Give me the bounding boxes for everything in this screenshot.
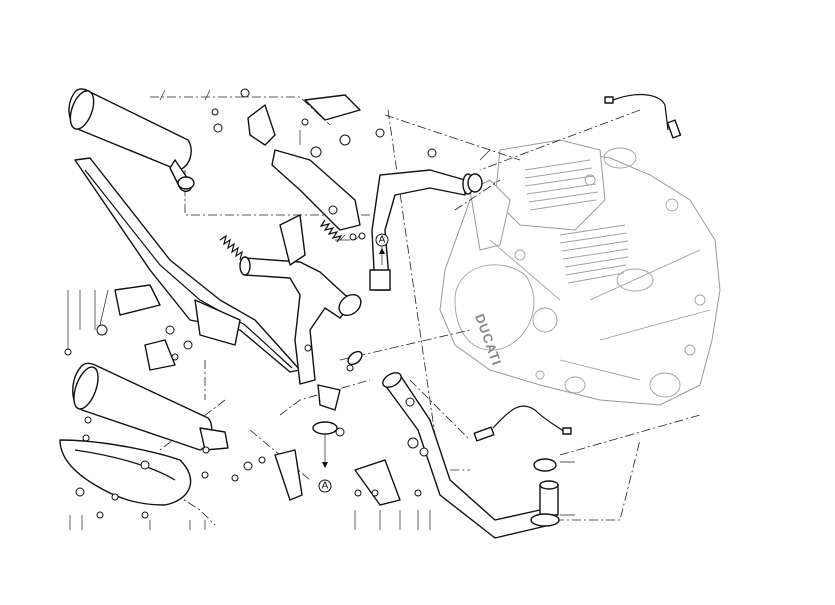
fasteners [64,88,437,519]
engine: DUCATI [439,139,721,406]
leader-lines [67,89,575,530]
gasket [467,173,483,193]
oxygen-sensor-upper [604,93,682,139]
gasket [533,458,557,472]
front-lower-header [382,372,560,539]
oxygen-sensor-lower [473,405,572,442]
springs [219,219,343,261]
upper-muffler [68,88,195,192]
reference-marker-a-top: A [375,233,389,265]
svg-text:A: A [379,235,386,246]
lower-muffler [72,362,229,451]
reference-marker-a-bottom: A [318,435,332,493]
y-header-pipe [239,256,362,411]
svg-text:A: A [322,481,329,492]
upper-heat-shield [271,149,361,231]
lower-heat-shield [59,439,192,506]
clamps [312,350,363,437]
brackets [114,94,401,506]
